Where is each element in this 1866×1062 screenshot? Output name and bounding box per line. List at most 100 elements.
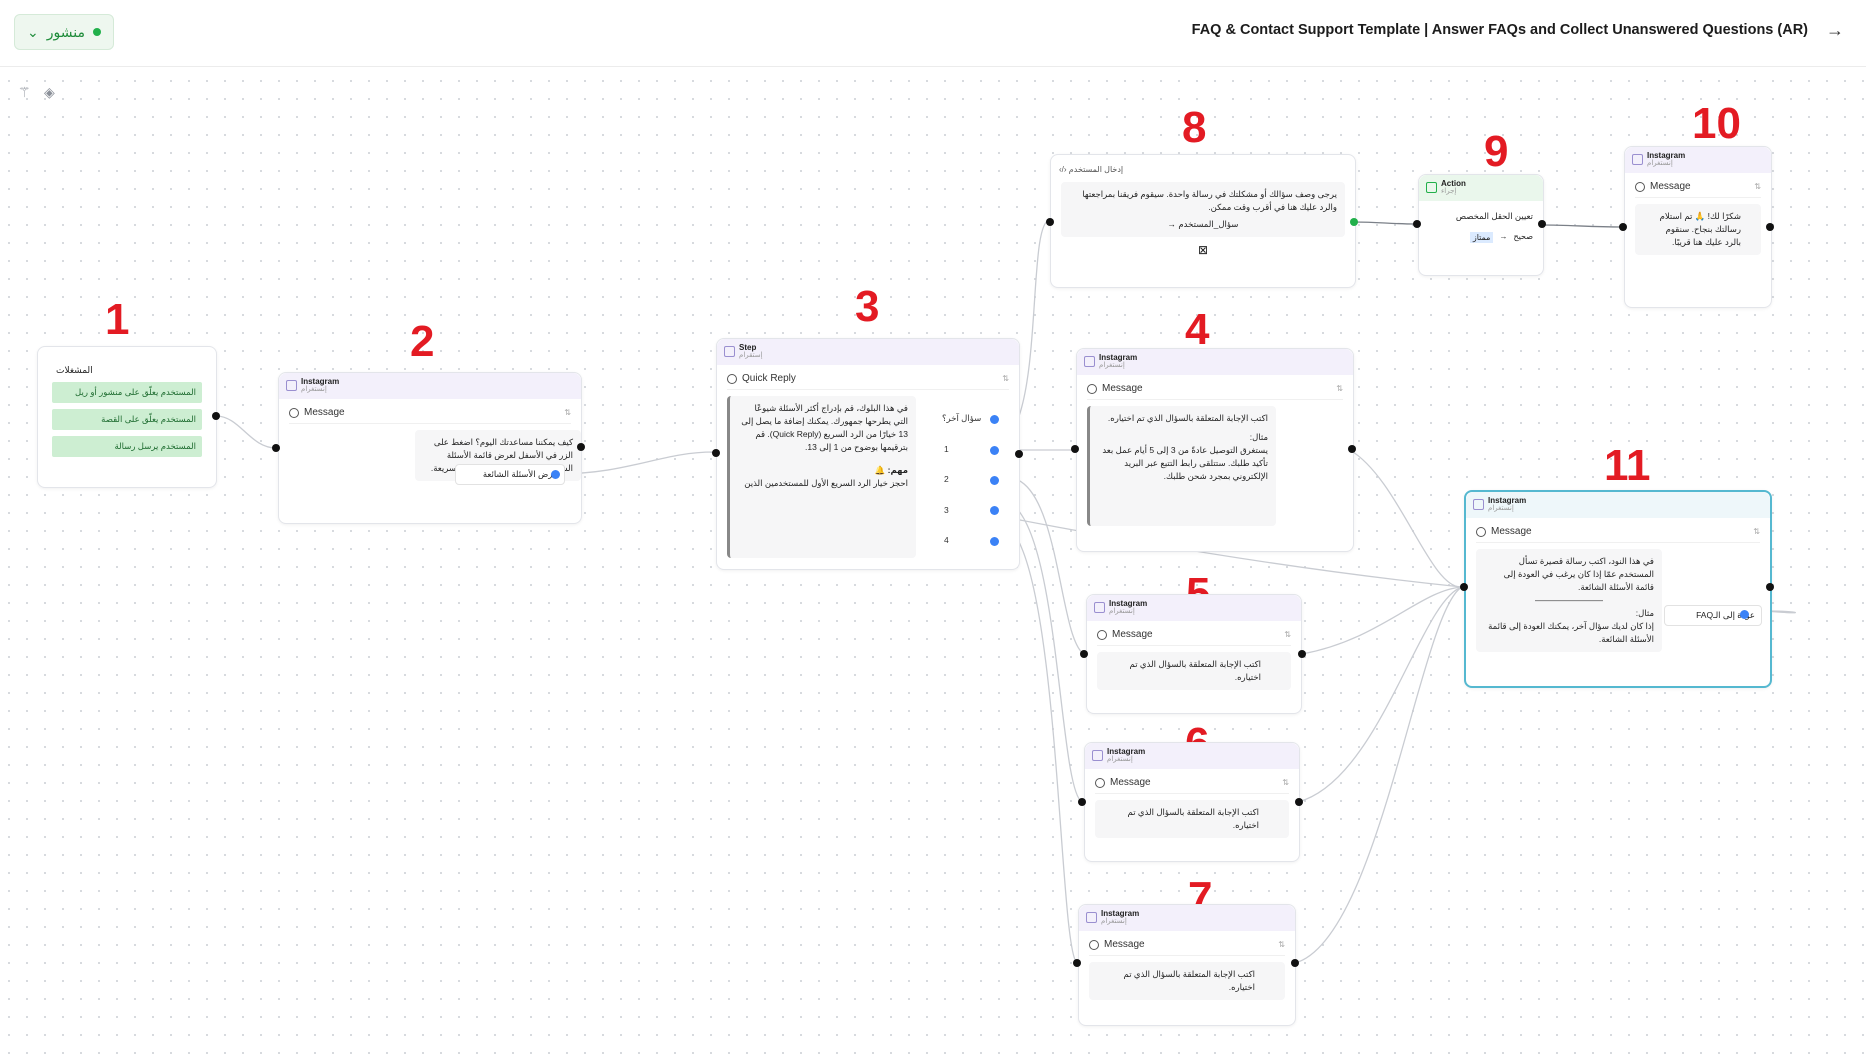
arrow-right-icon[interactable]: → — [1826, 20, 1844, 40]
message-icon — [1095, 777, 1105, 788]
message-icon — [289, 407, 299, 418]
trigger-item[interactable]: المستخدم يعلّق على القصة — [52, 409, 202, 430]
trigger-item[interactable]: المستخدم يرسل رسالة — [52, 436, 202, 457]
sort-icon[interactable]: ⇅ — [1278, 940, 1285, 949]
node-subtitle: إنستغرام — [301, 386, 327, 393]
divider: ———————— — [1535, 595, 1603, 605]
quick-reply-option[interactable]: 3 — [944, 505, 949, 515]
message-icon — [1476, 526, 1486, 537]
input-port[interactable] — [1080, 650, 1088, 658]
message-text: اكتب الإجابة المتعلقة بالسؤال الذي تم اخ… — [1089, 962, 1285, 1000]
output-port[interactable] — [1538, 220, 1546, 228]
option-port[interactable] — [990, 506, 999, 515]
input-port[interactable] — [1460, 583, 1468, 591]
output-port[interactable] — [577, 443, 585, 451]
input-port[interactable] — [272, 444, 280, 452]
button-port[interactable] — [551, 470, 560, 479]
instagram-icon — [1094, 602, 1105, 613]
status-dropdown[interactable]: ⌄ منشور — [14, 14, 114, 50]
step-icon — [724, 346, 735, 357]
option-port[interactable] — [990, 537, 999, 546]
arrow-icon: → — [1499, 232, 1508, 241]
magic-wand-icon[interactable]: ⚚ — [18, 84, 31, 100]
option-port[interactable] — [990, 415, 999, 424]
field-name: سؤال_المستخدم — [1178, 219, 1239, 229]
option-port[interactable] — [990, 476, 999, 485]
instagram-icon — [1092, 750, 1103, 761]
sort-icon[interactable]: ⇅ — [1284, 630, 1291, 639]
sort-icon[interactable]: ⇅ — [1002, 374, 1009, 383]
output-port[interactable] — [1295, 798, 1303, 806]
node-subtitle: إنستغرام — [1647, 160, 1673, 167]
user-input-body: يرجى وصف سؤالك أو مشكلتك في رسالة واحدة.… — [1061, 182, 1345, 237]
output-port[interactable] — [1298, 650, 1306, 658]
button-port[interactable] — [1740, 610, 1749, 619]
output-port[interactable] — [1766, 223, 1774, 231]
output-port[interactable] — [1015, 450, 1023, 458]
quick-reply-body: في هذا البلوك، قم بإدراج أكثر الأسئلة شي… — [727, 396, 916, 558]
user-input-node[interactable]: ‹/› إدخال المستخدم يرجى وصف سؤالك أو مشك… — [1050, 154, 1356, 288]
layers-icon[interactable]: ◈ — [44, 84, 55, 100]
message-text: اكتب الإجابة المتعلقة بالسؤال الذي تم اخ… — [1095, 800, 1289, 838]
node-channel: Instagram — [1488, 496, 1527, 505]
node-type: Message — [1104, 939, 1145, 950]
input-port[interactable] — [1413, 220, 1421, 228]
back-to-faq-button[interactable]: عودة إلى الـFAQ — [1664, 605, 1762, 626]
input-port[interactable] — [1619, 223, 1627, 231]
output-port[interactable] — [1350, 218, 1358, 226]
input-port[interactable] — [1046, 218, 1054, 226]
node-subtitle: إنستغرام — [1107, 756, 1133, 763]
input-port[interactable] — [1073, 959, 1081, 967]
faq-button[interactable]: عرض الأسئلة الشائعة — [455, 464, 565, 485]
message-body: اكتب الإجابة المتعلقة بالسؤال الذي تم اخ… — [1087, 406, 1276, 526]
action-label: تعيين الحقل المخصص — [1455, 211, 1533, 221]
sort-icon[interactable]: ⇅ — [1336, 384, 1343, 393]
instagram-icon — [286, 380, 297, 391]
option-port[interactable] — [990, 446, 999, 455]
output-port[interactable] — [1766, 583, 1774, 591]
node-subtitle: إجراء — [1441, 188, 1457, 195]
page-title: FAQ & Contact Support Template | Answer … — [1191, 22, 1808, 38]
user-input-text: يرجى وصف سؤالك أو مشكلتك في رسالة واحدة.… — [1082, 189, 1337, 212]
node-channel: Instagram — [1107, 747, 1146, 756]
input-port[interactable] — [1078, 798, 1086, 806]
input-port[interactable] — [712, 449, 720, 457]
action-mapping: ممتاز→صحيح — [1429, 232, 1533, 243]
output-port[interactable] — [1348, 445, 1356, 453]
sort-icon[interactable]: ⇅ — [1753, 527, 1760, 536]
node-channel: Step — [739, 343, 757, 352]
step-number-1: 1 — [105, 295, 130, 344]
quick-reply-option[interactable]: 1 — [944, 444, 949, 454]
sort-icon[interactable]: ⇅ — [1754, 182, 1761, 191]
node-channel: Instagram — [1109, 599, 1148, 608]
message-icon — [1097, 629, 1107, 640]
example-text: إذا كان لديك سؤال آخر، يمكنك العودة إلى … — [1488, 621, 1654, 644]
quick-reply-text: في هذا البلوك، قم بإدراج أكثر الأسئلة شي… — [741, 403, 908, 452]
quick-reply-option[interactable]: 4 — [944, 535, 949, 545]
sort-icon[interactable]: ⇅ — [564, 408, 571, 417]
code-icon: ‹/› — [1059, 165, 1067, 174]
quick-reply-option[interactable]: 2 — [944, 474, 949, 484]
node-subtitle: إنستغرام — [1101, 918, 1127, 925]
chevron-down-icon: ⌄ — [27, 23, 39, 40]
output-port[interactable] — [212, 412, 220, 420]
input-port[interactable] — [1071, 445, 1079, 453]
triggers-node[interactable]: المشغلات المستخدم يعلّق على منشور أو ريل… — [37, 346, 217, 488]
output-port[interactable] — [1291, 959, 1299, 967]
close-icon[interactable]: ⊠ — [1197, 243, 1209, 257]
quick-reply-option[interactable]: سؤال آخر؟ — [942, 413, 982, 423]
trigger-item[interactable]: المستخدم يعلّق على منشور أو ريل — [52, 382, 202, 403]
instagram-icon — [1084, 356, 1095, 367]
sort-icon[interactable]: ⇅ — [1282, 778, 1289, 787]
node-channel: Instagram — [1647, 151, 1686, 160]
node-subtitle: إنستغرام — [1488, 505, 1514, 512]
